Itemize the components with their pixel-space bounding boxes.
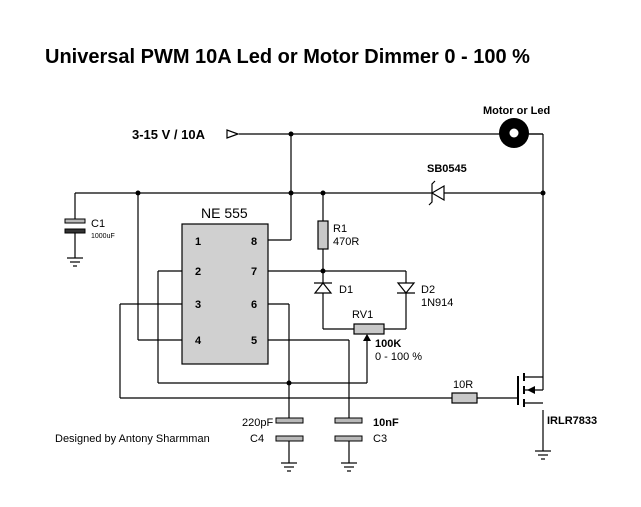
load-label: Motor or Led: [483, 105, 550, 117]
supply-input: 3-15 V / 10A: [132, 127, 240, 142]
c3-ref: C3: [373, 433, 387, 445]
resistor-r1: R1 470R: [317, 220, 359, 250]
wires: [74, 133, 544, 463]
rv1-value: 100K: [375, 338, 401, 350]
r10-value: 10R: [453, 379, 473, 391]
ic-ne555: NE 555 1 2 3 4 8 7 6 5: [181, 205, 269, 365]
ground-symbol-c1: [67, 257, 83, 267]
designer-credit: Designed by Antony Sharmman: [55, 433, 210, 445]
ic-pin-7: 7: [251, 266, 257, 278]
supply-label: 3-15 V / 10A: [132, 127, 206, 142]
potentiometer-rv1: RV1 100K 0 - 100 %: [352, 309, 422, 363]
c1-value: 1000uF: [91, 233, 115, 240]
d1-ref: D1: [339, 284, 353, 296]
ic-pin-8: 8: [251, 236, 257, 248]
mosfet-label: IRLR7833: [547, 415, 597, 427]
diode-d2: D2 1N914: [396, 282, 453, 309]
ground-symbol-c4: [281, 462, 297, 472]
c4-ref: C4: [250, 433, 264, 445]
capacitor-c1: C1 1000uF: [64, 218, 115, 240]
ic-pin-5: 5: [251, 335, 257, 347]
ic-pin-1: 1: [195, 236, 201, 248]
schottky-diode-sb0545: SB0545: [427, 163, 467, 206]
r1-ref: R1: [333, 223, 347, 235]
ic-pin-3: 3: [195, 299, 201, 311]
ic-pin-6: 6: [251, 299, 257, 311]
d2-ref: D2: [421, 284, 435, 296]
c1-ref: C1: [91, 218, 105, 230]
load-motor-or-led: Motor or Led: [483, 105, 550, 148]
ground-symbol-c3: [341, 462, 357, 472]
ic-name: NE 555: [201, 205, 248, 221]
capacitor-c4: 220pF C4: [242, 417, 304, 445]
ic-pin-4: 4: [195, 335, 202, 347]
mosfet-irlr7833: IRLR7833: [517, 373, 597, 427]
diode-d1: D1: [313, 282, 353, 296]
c4-value: 220pF: [242, 417, 273, 429]
rv1-range: 0 - 100 %: [375, 351, 422, 363]
diagram-title: Universal PWM 10A Led or Motor Dimmer 0 …: [45, 46, 530, 68]
capacitor-c3: 10nF C3: [334, 417, 399, 445]
r1-value: 470R: [333, 236, 359, 248]
ic-pin-2: 2: [195, 266, 201, 278]
c3-value: 10nF: [373, 417, 399, 429]
resistor-10r: 10R: [451, 379, 478, 404]
rv1-ref: RV1: [352, 309, 373, 321]
ground-symbol-mosfet: [535, 450, 551, 460]
sb0545-label: SB0545: [427, 163, 467, 175]
junction-dots: [135, 131, 546, 386]
d2-value: 1N914: [421, 297, 453, 309]
